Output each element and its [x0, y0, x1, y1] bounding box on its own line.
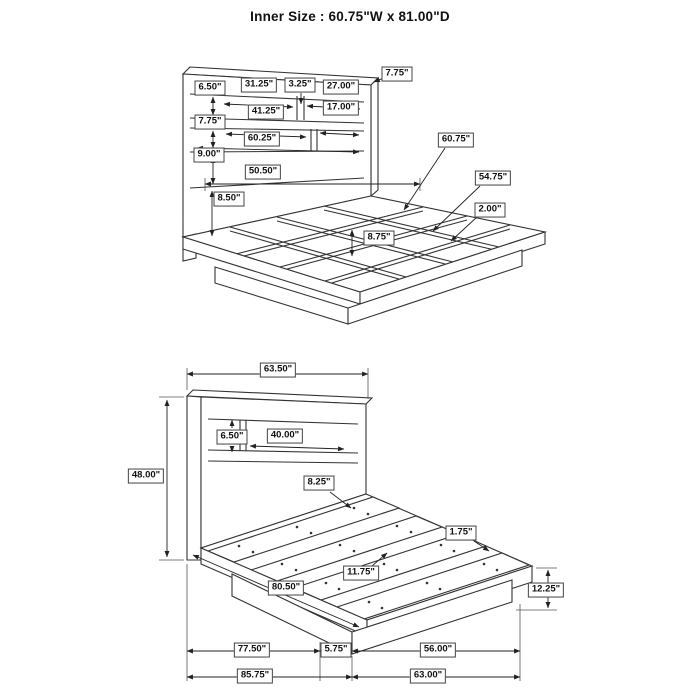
- dim-slat-thickness: 1.75": [445, 525, 477, 541]
- dim-rail-length: 50.50": [244, 164, 282, 180]
- dim-cubby-width: 40.00": [266, 428, 304, 444]
- dim-slat-spacing: 11.75": [343, 565, 379, 581]
- dim-headboard-top-depth: 7.75": [381, 66, 413, 82]
- dim-base-offset: 5.75": [320, 642, 352, 658]
- dim-lower-shelf-width-right: 17.00": [322, 100, 360, 116]
- top-view-dimension-lines: [196, 76, 481, 257]
- dim-shelf-divider-width: 3.25": [284, 77, 316, 93]
- dim-foot-end-height: 12.25": [527, 582, 565, 598]
- dim-deck-edge-height: 8.25": [303, 475, 335, 491]
- dim-cubby-height: 6.50": [216, 429, 248, 445]
- dim-slat-length: 54.75": [474, 170, 512, 186]
- dim-shelf-width-right: 27.00": [322, 79, 360, 95]
- page-title: Inner Size : 60.75"W x 81.00"D: [250, 9, 450, 24]
- dim-base-length: 77.50": [233, 642, 271, 658]
- dim-rail-thickness: 2.00": [474, 202, 506, 218]
- dim-rail-height: 8.50": [213, 191, 245, 207]
- dim-base-section-height: 9.00": [193, 147, 225, 163]
- dim-slat-width: 60.75": [437, 132, 475, 148]
- dim-shelf-width-left: 31.25": [240, 77, 278, 93]
- dim-headboard-height: 48.00": [127, 468, 165, 484]
- dim-inner-width: 60.25": [243, 131, 281, 147]
- dim-slat-gap: 8.75": [363, 230, 395, 246]
- top-perspective-platform: [180, 195, 548, 325]
- dim-lower-shelf-height: 7.75": [194, 114, 226, 130]
- dim-headboard-width: 63.50": [259, 362, 297, 378]
- dim-total-length: 85.75": [236, 668, 274, 684]
- dim-deck-length: 80.50": [267, 580, 305, 596]
- dim-total-width: 63.00": [409, 668, 447, 684]
- dim-shelf-opening-height: 6.50": [194, 80, 226, 96]
- dim-base-width: 56.00": [419, 642, 457, 658]
- dim-lower-shelf-width-left: 41.25": [247, 104, 285, 120]
